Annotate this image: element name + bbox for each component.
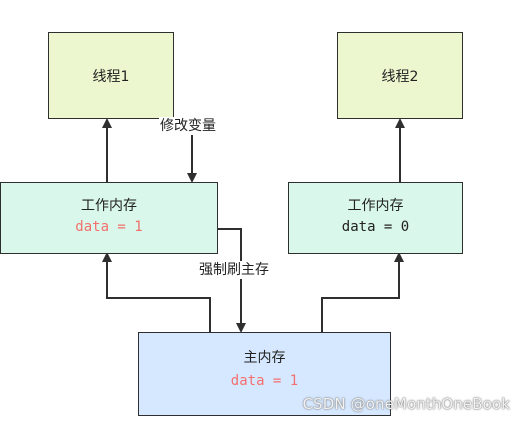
thread-1-label: 线程1 bbox=[92, 68, 130, 85]
working-memory-2-box: 工作内存 data = 0 bbox=[288, 182, 463, 254]
arrow-working-memory-1-to-main-memory bbox=[218, 228, 246, 333]
working-memory-2-value: data = 0 bbox=[341, 219, 410, 235]
thread-2-label: 线程2 bbox=[381, 68, 419, 85]
main-memory-value: data = 1 bbox=[230, 373, 299, 389]
arrow-main-memory-to-working-memory-1 bbox=[102, 252, 211, 332]
csdn-watermark: CSDN @oneMonthOneBook bbox=[302, 395, 510, 413]
main-memory-label: 主内存 bbox=[243, 350, 286, 366]
thread-1-box: 线程1 bbox=[48, 32, 174, 119]
force-flush-label: 强制刷主存 bbox=[198, 261, 270, 279]
main-memory-box: 主内存 data = 1 bbox=[138, 332, 391, 416]
thread-2-box: 线程2 bbox=[337, 32, 463, 119]
arrow-main-memory-to-working-memory-2 bbox=[321, 252, 404, 332]
working-memory-1-label: 工作内存 bbox=[81, 198, 137, 214]
working-memory-1-value: data = 1 bbox=[75, 219, 143, 235]
working-memory-2-label: 工作内存 bbox=[347, 198, 404, 214]
working-memory-1-box: 工作内存 data = 1 bbox=[0, 182, 218, 254]
modify-variable-label: 修改变量 bbox=[159, 117, 217, 135]
